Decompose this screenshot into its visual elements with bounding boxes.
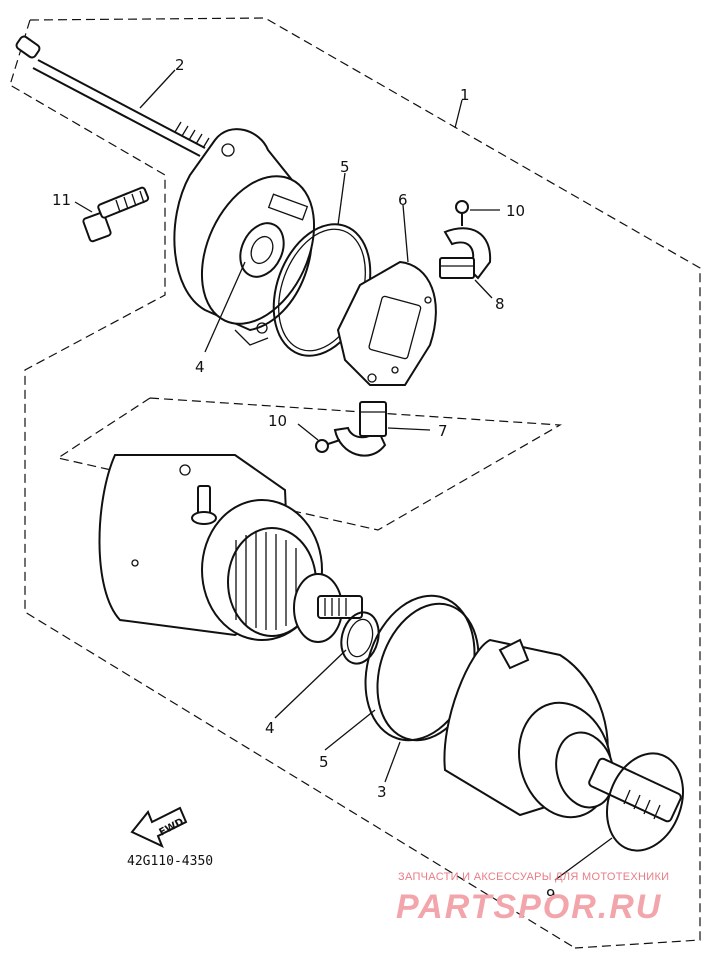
o-ring-rear [606, 752, 684, 852]
callout-7: 7 [438, 422, 448, 440]
callout-10-top: 10 [506, 202, 525, 220]
brush-holder [315, 401, 387, 457]
brush-set [439, 200, 492, 280]
motor-yoke [98, 454, 363, 643]
callout-6: 6 [398, 191, 408, 209]
callout-10-mid: 10 [268, 412, 287, 430]
callout-3: 3 [377, 783, 387, 801]
part-code: 42G110-4350 [127, 854, 213, 869]
callout-8: 8 [495, 295, 505, 313]
watermark-brand: PARTSPOR.RU [396, 888, 662, 926]
callout-11: 11 [52, 191, 71, 209]
watermark-logo: ЗАПЧАСТИ И АКСЕССУАРЫ ДЛЯ МОТОТЕХНИКИ PA… [396, 871, 669, 926]
callout-2: 2 [175, 56, 185, 74]
brush-plate [336, 260, 437, 386]
callout-4-top: 4 [195, 358, 205, 376]
fwd-arrow-icon: FWD [130, 806, 188, 848]
callout-9: 9 [546, 886, 556, 904]
leader-lines [74, 69, 613, 881]
through-bolt [15, 35, 210, 157]
callout-5-bottom: 5 [319, 753, 329, 771]
mounting-bolt [82, 186, 150, 243]
callout-1: 1 [460, 86, 470, 104]
callout-5-top: 5 [340, 158, 350, 176]
fwd-label: FWD [157, 817, 185, 839]
assembly-boundary [9, 17, 701, 949]
callout-4-bottom: 4 [265, 719, 275, 737]
washer-bottom [340, 611, 380, 665]
brush-holder-outline [56, 397, 563, 531]
watermark-tagline: ЗАПЧАСТИ И АКСЕССУАРЫ ДЛЯ МОТОТЕХНИКИ [398, 871, 669, 883]
rear-cover [443, 638, 682, 823]
callout-labels: 1 2 3 4 4 5 5 6 7 8 9 10 10 11 [52, 56, 556, 904]
